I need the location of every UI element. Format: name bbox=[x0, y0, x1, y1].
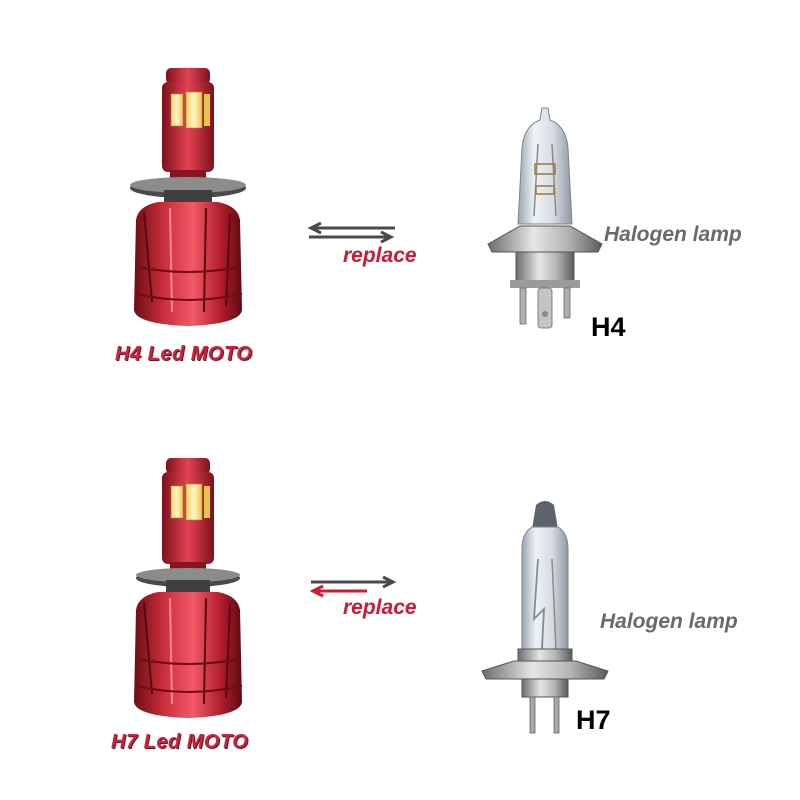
halogen-bulb-image bbox=[487, 107, 603, 329]
halogen-label: Halogen lamp bbox=[604, 223, 742, 246]
led-bulb-label: H4 Led MOTO bbox=[115, 343, 253, 365]
product-panel-h4: H4 Led MOTO replace Halogen lamp H4 bbox=[115, 68, 742, 365]
socket-type-label: H7 bbox=[576, 705, 611, 735]
led-bulb-image bbox=[134, 458, 243, 718]
halogen-label: Halogen lamp bbox=[600, 610, 738, 633]
replace-arrows-icon bbox=[307, 222, 395, 244]
product-panel-h7: H7 Led MOTO replace Halogen lamp H7 bbox=[0, 395, 800, 795]
led-bulb-image bbox=[130, 68, 246, 326]
socket-type-label: H4 bbox=[591, 312, 626, 342]
replace-label: replace bbox=[343, 244, 417, 267]
halogen-bulb-image bbox=[481, 501, 609, 734]
replace-label: replace bbox=[343, 596, 417, 619]
replace-arrows-icon bbox=[309, 576, 397, 598]
led-bulb-label: H7 Led MOTO bbox=[111, 731, 249, 753]
